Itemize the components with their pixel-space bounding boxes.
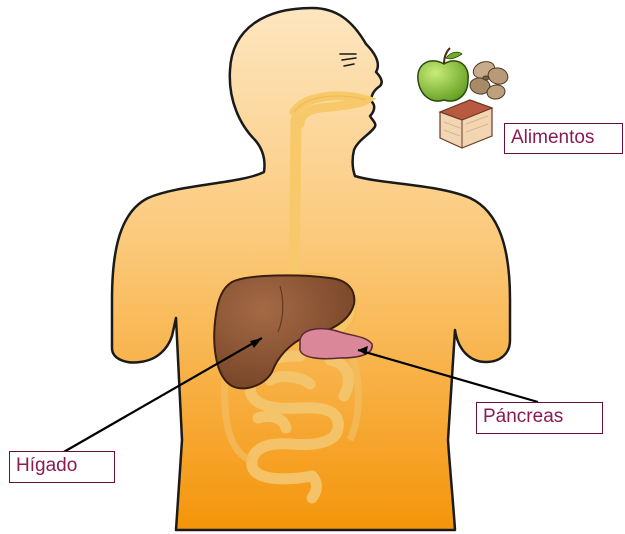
pancreas-label: Páncreas	[476, 402, 603, 434]
liver-label: Hígado	[9, 451, 115, 483]
nuts	[469, 59, 510, 101]
esophagus	[294, 120, 296, 290]
foods-illustration	[418, 48, 510, 148]
foods-label: Alimentos	[504, 123, 623, 154]
bread	[440, 100, 492, 148]
apple	[418, 48, 468, 101]
